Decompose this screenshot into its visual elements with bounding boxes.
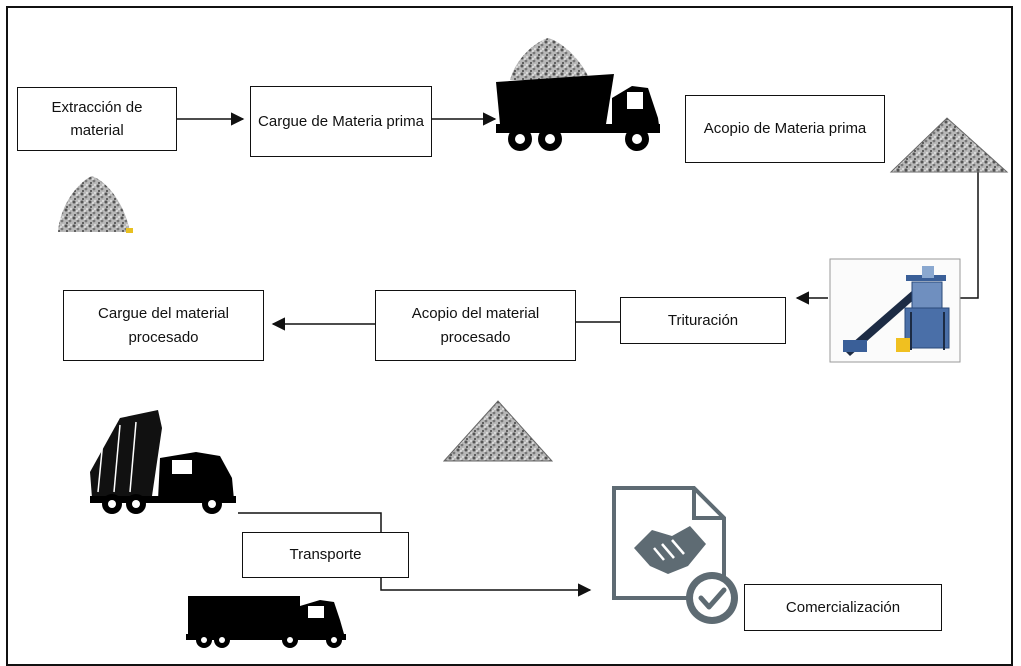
- step-trituracion: Trituración: [620, 297, 786, 344]
- dump-truck-icon: [496, 74, 660, 151]
- gravel-pile-icon: [58, 176, 133, 233]
- step-comercializacion: Comercialización: [744, 584, 942, 631]
- step-cargue-procesado: Cargue del material procesado: [63, 290, 264, 361]
- step-label: Acopio de Materia prima: [703, 120, 867, 138]
- step-acopio-materia-prima: Acopio de Materia prima: [685, 95, 885, 163]
- step-label: Trituración: [667, 311, 739, 329]
- step-label: Transporte: [289, 546, 362, 564]
- step-cargue-materia-prima: Cargue de Materia prima: [250, 86, 432, 157]
- step-acopio-procesado: Acopio del material procesado: [375, 290, 576, 361]
- tipper-truck-icon: [90, 410, 236, 514]
- crushing-plant-icon: [829, 258, 961, 363]
- line-truck-to-transporte: [238, 512, 382, 532]
- step-label: Cargue de Materia prima: [258, 112, 424, 130]
- semi-truck-icon: [186, 596, 346, 648]
- step-label: Acopio del material procesado: [411, 305, 540, 346]
- contract-handshake-icon: [612, 486, 738, 624]
- gravel-pile-icon: [442, 400, 554, 462]
- step-extraccion: Extracción de material: [17, 87, 177, 151]
- step-transporte: Transporte: [242, 532, 409, 578]
- arrow-transporte-to-comercializacion: [380, 578, 592, 597]
- step-label: Comercialización: [785, 598, 901, 616]
- step-label: Extracción de material: [51, 98, 143, 139]
- gravel-pile-icon: [510, 38, 590, 80]
- gravel-pile-icon: [889, 117, 1009, 173]
- step-label: Cargue del material procesado: [98, 305, 229, 346]
